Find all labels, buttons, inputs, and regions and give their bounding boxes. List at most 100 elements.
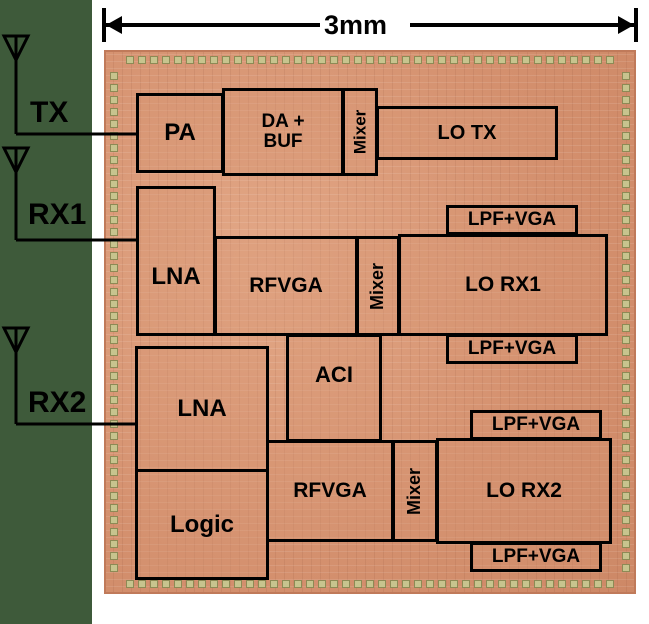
bond-pad xyxy=(342,580,350,588)
bond-pad xyxy=(110,252,118,260)
bond-pad xyxy=(510,56,518,64)
bond-pad xyxy=(222,580,230,588)
mixer-tx-block: Mixer xyxy=(342,88,378,176)
bond-pad xyxy=(366,580,374,588)
bond-pad xyxy=(110,228,118,236)
bond-pad xyxy=(110,156,118,164)
bond-pad xyxy=(330,56,338,64)
bond-pad xyxy=(622,540,630,548)
bond-pad xyxy=(174,580,182,588)
bond-pad xyxy=(110,204,118,212)
bond-pad xyxy=(622,300,630,308)
bond-pad xyxy=(622,144,630,152)
bond-pad xyxy=(110,336,118,344)
bond-pad xyxy=(622,336,630,344)
bond-pad xyxy=(414,580,422,588)
bond-pad xyxy=(622,420,630,428)
bond-pad xyxy=(174,56,182,64)
bond-pad xyxy=(186,56,194,64)
bond-pad xyxy=(622,252,630,260)
bond-pad xyxy=(110,564,118,572)
bond-pad xyxy=(318,580,326,588)
bond-pad xyxy=(622,84,630,92)
bond-pad xyxy=(622,288,630,296)
lna2-block: LNA xyxy=(135,346,269,472)
rx2-label: RX2 xyxy=(28,386,87,419)
lo-rx1-label: LO RX1 xyxy=(465,272,541,296)
pa-block: PA xyxy=(136,93,224,173)
bond-pad xyxy=(622,432,630,440)
mixer-rx2-label: Mixer xyxy=(404,467,425,515)
bond-pad xyxy=(110,504,118,512)
bond-pad xyxy=(594,580,602,588)
bond-pad xyxy=(510,580,518,588)
bond-pad xyxy=(606,580,614,588)
rfvga1-label: RFVGA xyxy=(249,273,323,297)
bond-pad xyxy=(246,580,254,588)
bond-pad xyxy=(110,108,118,116)
bond-pad xyxy=(438,580,446,588)
bond-pad xyxy=(622,132,630,140)
bond-pad xyxy=(622,96,630,104)
bond-pad xyxy=(558,56,566,64)
aci-label: ACI xyxy=(315,362,353,387)
bond-pad xyxy=(234,580,242,588)
bond-pad xyxy=(110,468,118,476)
lpf-vga-1-block: LPF+VGA xyxy=(446,205,578,235)
bond-pad xyxy=(110,276,118,284)
lna1-block: LNA xyxy=(136,186,216,336)
rfvga2-block: RFVGA xyxy=(266,440,394,542)
lpf-vga-2-block: LPF+VGA xyxy=(446,334,578,364)
bond-pad xyxy=(186,580,194,588)
bond-pad xyxy=(110,324,118,332)
bond-pad xyxy=(330,580,338,588)
bond-pad xyxy=(342,56,350,64)
bond-pad xyxy=(486,56,494,64)
bond-pad xyxy=(486,580,494,588)
lpf-vga-2-label: LPF+VGA xyxy=(467,338,557,360)
bond-pad xyxy=(622,480,630,488)
bond-pad xyxy=(622,312,630,320)
bond-pad xyxy=(622,204,630,212)
bond-pad xyxy=(110,360,118,368)
tx-label: TX xyxy=(30,96,69,129)
bond-pad xyxy=(622,408,630,416)
mixer-rx2-block: Mixer xyxy=(392,440,438,542)
bond-pad xyxy=(390,580,398,588)
bond-pad xyxy=(622,240,630,248)
bond-pad xyxy=(582,580,590,588)
bond-pad xyxy=(366,56,374,64)
bond-pad xyxy=(234,56,242,64)
rx2-antenna-icon xyxy=(1,326,138,426)
rfvga1-block: RFVGA xyxy=(214,236,358,336)
bond-pad xyxy=(438,56,446,64)
lna1-label: LNA xyxy=(151,262,201,290)
bond-pad xyxy=(162,580,170,588)
bond-pad xyxy=(110,264,118,272)
bond-pad xyxy=(258,56,266,64)
mixer-rx1-label: Mixer xyxy=(367,262,388,310)
bond-pad xyxy=(622,468,630,476)
bond-pad xyxy=(294,580,302,588)
bond-pad xyxy=(110,516,118,524)
bond-pad xyxy=(622,360,630,368)
lo-rx2-label: LO RX2 xyxy=(486,478,562,502)
bond-pad xyxy=(570,56,578,64)
da-label: DA + xyxy=(261,111,305,133)
mixer-tx-label: Mixer xyxy=(350,109,370,155)
bond-pad xyxy=(110,144,118,152)
bond-pad xyxy=(622,324,630,332)
bond-pad xyxy=(622,492,630,500)
bond-pad xyxy=(498,580,506,588)
bond-pad xyxy=(622,396,630,404)
bond-pad xyxy=(582,56,590,64)
bond-pad xyxy=(110,372,118,380)
bond-pad xyxy=(474,56,482,64)
bond-pad xyxy=(390,56,398,64)
bond-pad xyxy=(622,168,630,176)
bond-pad xyxy=(622,456,630,464)
bond-pad xyxy=(606,56,614,64)
bond-pad xyxy=(110,72,118,80)
